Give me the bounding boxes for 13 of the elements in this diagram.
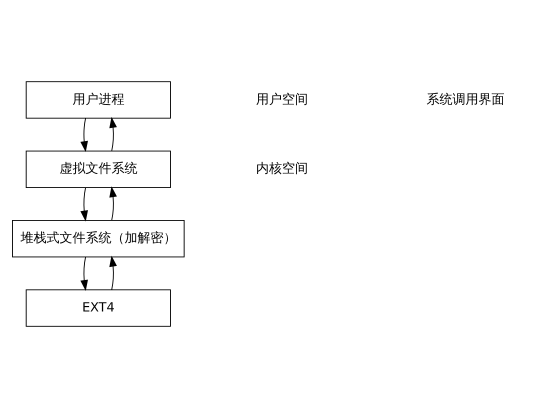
node-box: 虚拟文件系统 (26, 150, 171, 188)
label: 内核空间 (256, 161, 308, 176)
label: 系统调用界面 (426, 92, 504, 107)
label: 用户空间 (256, 92, 308, 107)
arrow (109, 186, 117, 220)
arrow (80, 186, 88, 222)
arrow (80, 256, 88, 290)
node-box: 堆栈式文件系统（加解密） (12, 219, 185, 257)
node-box: 用户进程 (26, 80, 171, 118)
node-box: EXT4 (26, 288, 171, 326)
arrow (80, 117, 88, 152)
arrow (109, 116, 117, 151)
arrow (109, 255, 117, 290)
